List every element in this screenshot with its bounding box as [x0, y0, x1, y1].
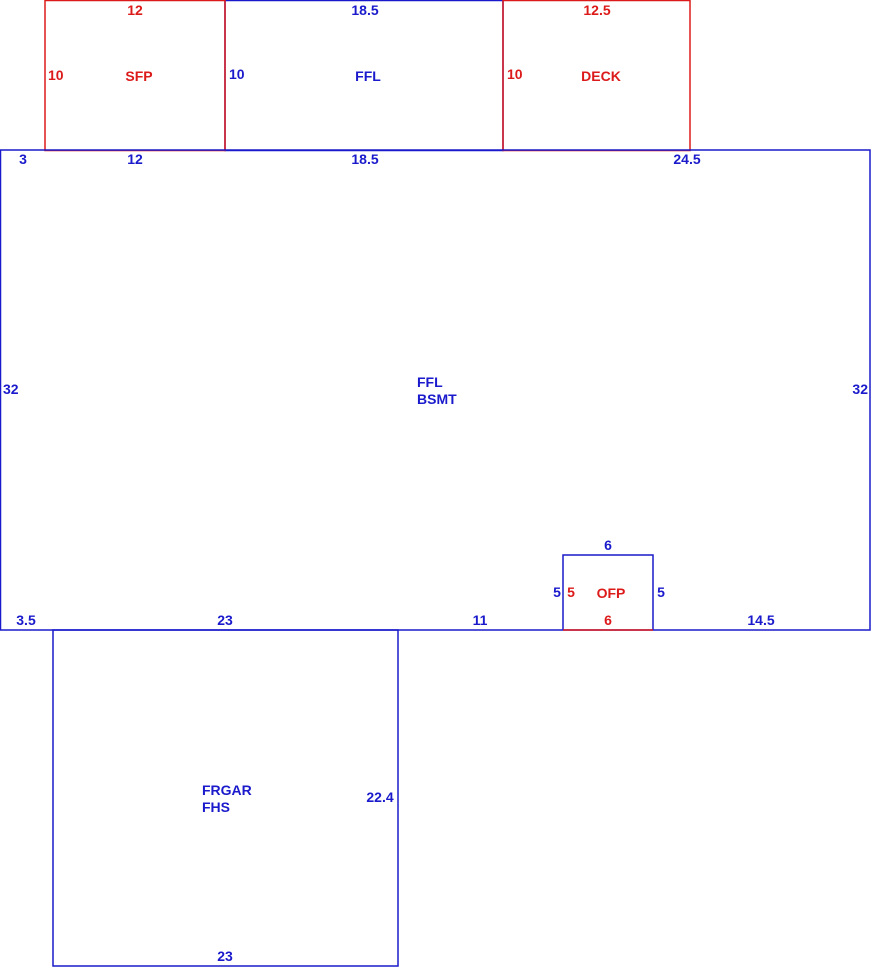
sfp-area-label: SFP — [125, 68, 152, 84]
ffl-upper-left-dim: 10 — [229, 66, 245, 82]
main-top-dim-24-5: 24.5 — [673, 151, 700, 167]
garage-right-dim: 22.4 — [366, 789, 393, 805]
main-area-label-line2: BSMT — [417, 391, 457, 407]
ofp-top-dim: 6 — [604, 537, 612, 553]
sfp-left-dim: 10 — [48, 67, 64, 83]
ofp-outline — [562, 554, 654, 630]
ffl-upper-top-dim: 18.5 — [351, 2, 378, 18]
garage-outline — [52, 629, 399, 967]
main-left-dim: 32 — [3, 381, 19, 397]
main-ffl-bsmt-outline — [0, 149, 871, 631]
ofp-area-label: OFP — [597, 585, 626, 601]
garage-area-label-line2: FHS — [202, 799, 230, 815]
garage-area-label-line1: FRGAR — [202, 782, 252, 798]
sfp-top-dim: 12 — [127, 2, 143, 18]
ofp-left-inner-dim: 5 — [567, 584, 575, 600]
main-bottom-dim-3-5: 3.5 — [16, 612, 36, 628]
main-top-dim-12: 12 — [127, 151, 143, 167]
ofp-bottom-dim: 6 — [604, 612, 612, 628]
main-top-dim-18-5: 18.5 — [351, 151, 378, 167]
main-right-dim: 32 — [852, 381, 868, 397]
main-bottom-dim-14-5: 14.5 — [747, 612, 774, 628]
deck-top-dim: 12.5 — [583, 2, 610, 18]
deck-left-dim: 10 — [507, 66, 523, 82]
deck-area-label: DECK — [581, 68, 621, 84]
ofp-left-outer-dim: 5 — [553, 584, 561, 600]
main-area-label-line1: FFL — [417, 374, 443, 390]
ffl-upper-area-label: FFL — [355, 68, 381, 84]
main-bottom-dim-11: 11 — [473, 612, 488, 628]
main-bottom-dim-23: 23 — [217, 612, 233, 628]
main-top-dim-3: 3 — [19, 151, 27, 167]
ofp-right-dim: 5 — [657, 584, 665, 600]
garage-bottom-dim: 23 — [217, 948, 233, 964]
